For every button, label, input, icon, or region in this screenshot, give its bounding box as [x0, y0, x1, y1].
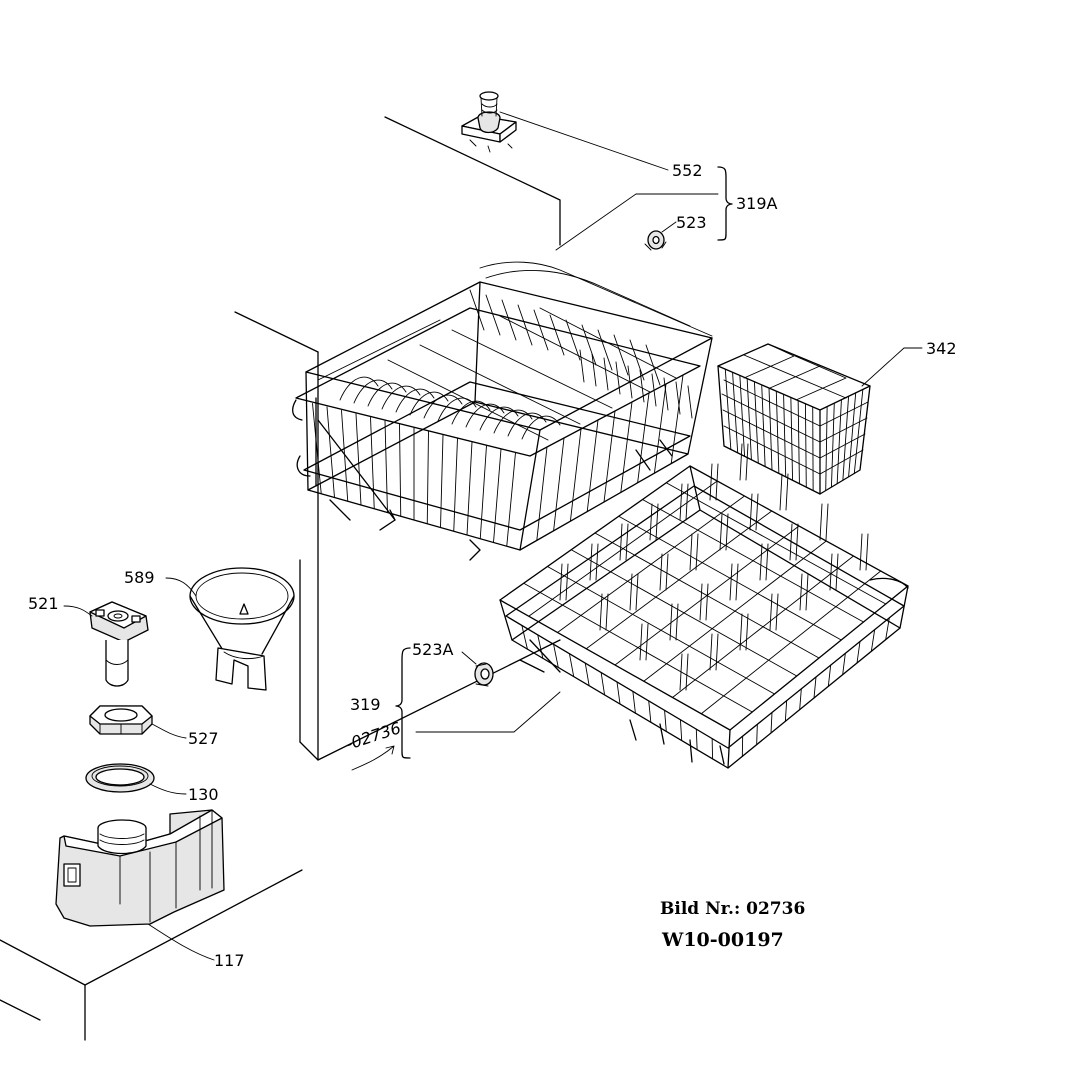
upper-basket-side-wires: [536, 374, 684, 541]
part-117-housing: [55, 809, 225, 927]
part-589-funnel: [189, 567, 295, 691]
leader-527: [151, 723, 187, 739]
label-319: 319: [350, 695, 381, 714]
leader-319: [415, 691, 561, 733]
leader-552: [499, 111, 669, 171]
label-552: 552: [672, 161, 703, 180]
upper-basket: [291, 261, 713, 561]
cutlery-basket: [717, 343, 871, 495]
label-319a: 319A: [736, 194, 778, 213]
stamp-arrow: [351, 745, 395, 771]
lower-basket-front-wires: [521, 617, 890, 760]
bracket-319a: [717, 166, 733, 241]
lower-basket: [499, 443, 909, 769]
cutlery-basket-verticals: [724, 368, 864, 492]
stamp-number: -02736: [343, 718, 403, 754]
lower-basket-tines: [559, 443, 869, 691]
leader-342: [861, 347, 923, 387]
part-523a-wheel: [474, 662, 494, 687]
part-523-wheel: [644, 230, 667, 251]
upper-basket-tines: [339, 289, 693, 440]
model-number: W10-00197: [661, 929, 784, 951]
label-527: 527: [188, 729, 219, 748]
leader-523a: [461, 651, 477, 665]
leader-523: [661, 221, 677, 233]
label-523: 523: [676, 213, 707, 232]
bild-number: Bild Nr.: 02736: [660, 899, 805, 919]
leader-589: [165, 577, 197, 597]
leader-319a: [555, 193, 719, 251]
label-589: 589: [124, 568, 155, 587]
label-342: 342: [926, 339, 957, 358]
label-130: 130: [188, 785, 219, 804]
leader-521: [63, 605, 93, 617]
part-521-cap: [89, 601, 149, 687]
part-130-gasket: [85, 763, 155, 793]
leader-117: [147, 923, 215, 961]
bracket-319: [395, 647, 411, 759]
label-523a: 523A: [412, 640, 454, 659]
part-552-bracket: [461, 91, 517, 153]
part-527-nut: [89, 705, 153, 735]
upper-basket-front-wires: [312, 403, 516, 547]
leader-130: [149, 783, 187, 795]
label-521: 521: [28, 594, 59, 613]
label-117: 117: [214, 951, 245, 970]
